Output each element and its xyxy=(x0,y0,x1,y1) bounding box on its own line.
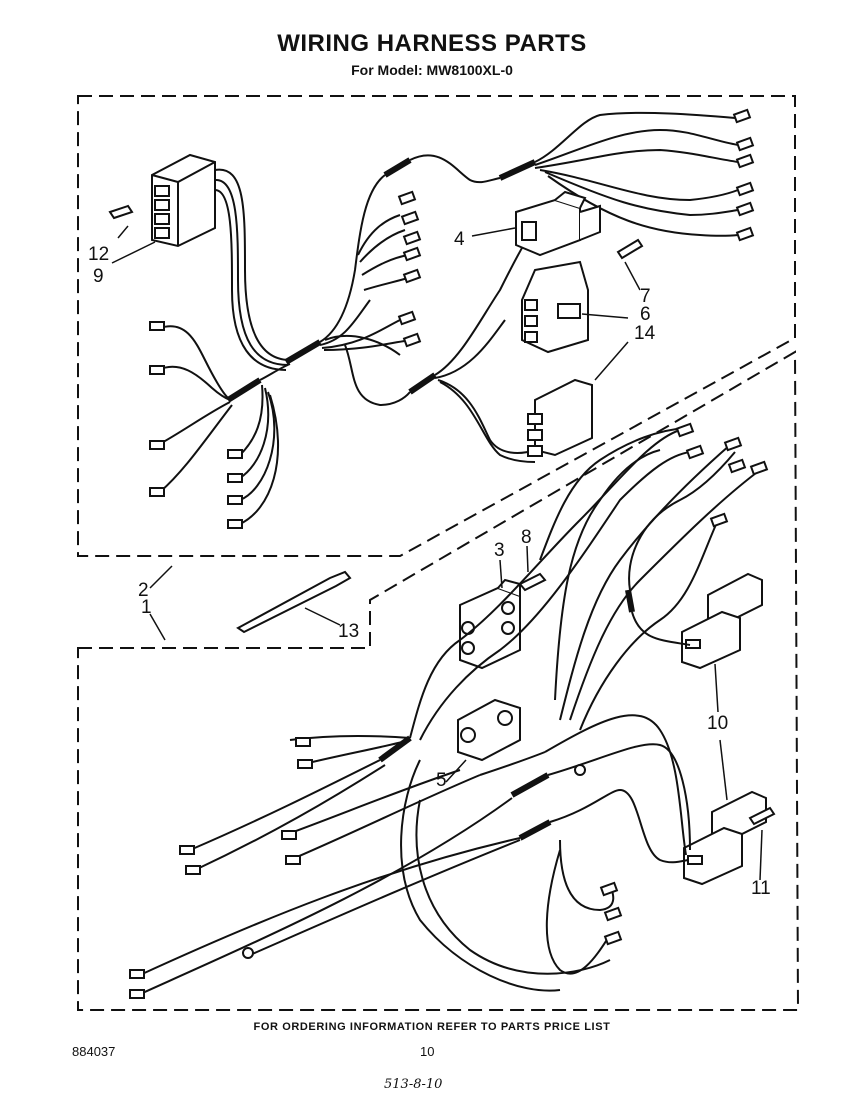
callout-2: 2 xyxy=(138,580,149,601)
terminal-pin-8 xyxy=(518,572,547,592)
callout-3: 3 xyxy=(494,540,505,561)
connector-housing-10-lower xyxy=(683,790,767,886)
connector-housing-6 xyxy=(521,260,589,354)
ring-terminal-center xyxy=(574,764,586,776)
page-number: 10 xyxy=(420,1044,435,1059)
small-terminal-pin xyxy=(108,204,134,220)
ordering-note: FOR ORDERING INFORMATION REFER TO PARTS … xyxy=(253,1021,611,1033)
upper-harness-boundary xyxy=(77,95,796,557)
callout-4: 4 xyxy=(454,229,465,250)
terminal-lugs-right-top xyxy=(732,108,755,242)
connector-housing-10-upper xyxy=(681,572,763,670)
callout-14: 14 xyxy=(634,323,656,344)
ring-terminal-left xyxy=(242,947,254,959)
callout-11: 11 xyxy=(751,878,771,899)
terminal-lugs-bottom xyxy=(129,737,623,999)
callout-5: 5 xyxy=(436,770,447,791)
callout-7: 7 xyxy=(640,286,651,307)
handwritten-mark: 513-8-10 xyxy=(384,1077,443,1092)
callout-12: 12 xyxy=(88,244,110,265)
page-title: WIRING HARNESS PARTS xyxy=(277,30,587,57)
insulating-strip-13 xyxy=(236,570,352,634)
callout-9: 9 xyxy=(93,266,104,287)
terminal-pin-7 xyxy=(616,238,644,260)
model-subtitle: For Model: MW8100XL-0 xyxy=(351,62,513,78)
document-number: 884037 xyxy=(72,1044,116,1059)
terminal-pin-11 xyxy=(748,806,776,826)
callout-13: 13 xyxy=(338,621,360,642)
callout-8: 8 xyxy=(521,527,532,548)
terminal-block-connector xyxy=(151,153,216,248)
terminal-lugs-center xyxy=(397,190,422,348)
callout-1: 1 xyxy=(141,597,152,618)
callout-6: 6 xyxy=(640,304,651,325)
connector-housing-14 xyxy=(527,378,593,457)
terminal-lugs-left xyxy=(149,321,243,529)
lower-harness-boundary xyxy=(77,350,800,1011)
terminal-lugs-lower-right xyxy=(675,422,769,528)
connector-housing-4 xyxy=(515,190,601,257)
callout-10: 10 xyxy=(707,713,729,734)
connector-housing-5 xyxy=(457,698,521,762)
